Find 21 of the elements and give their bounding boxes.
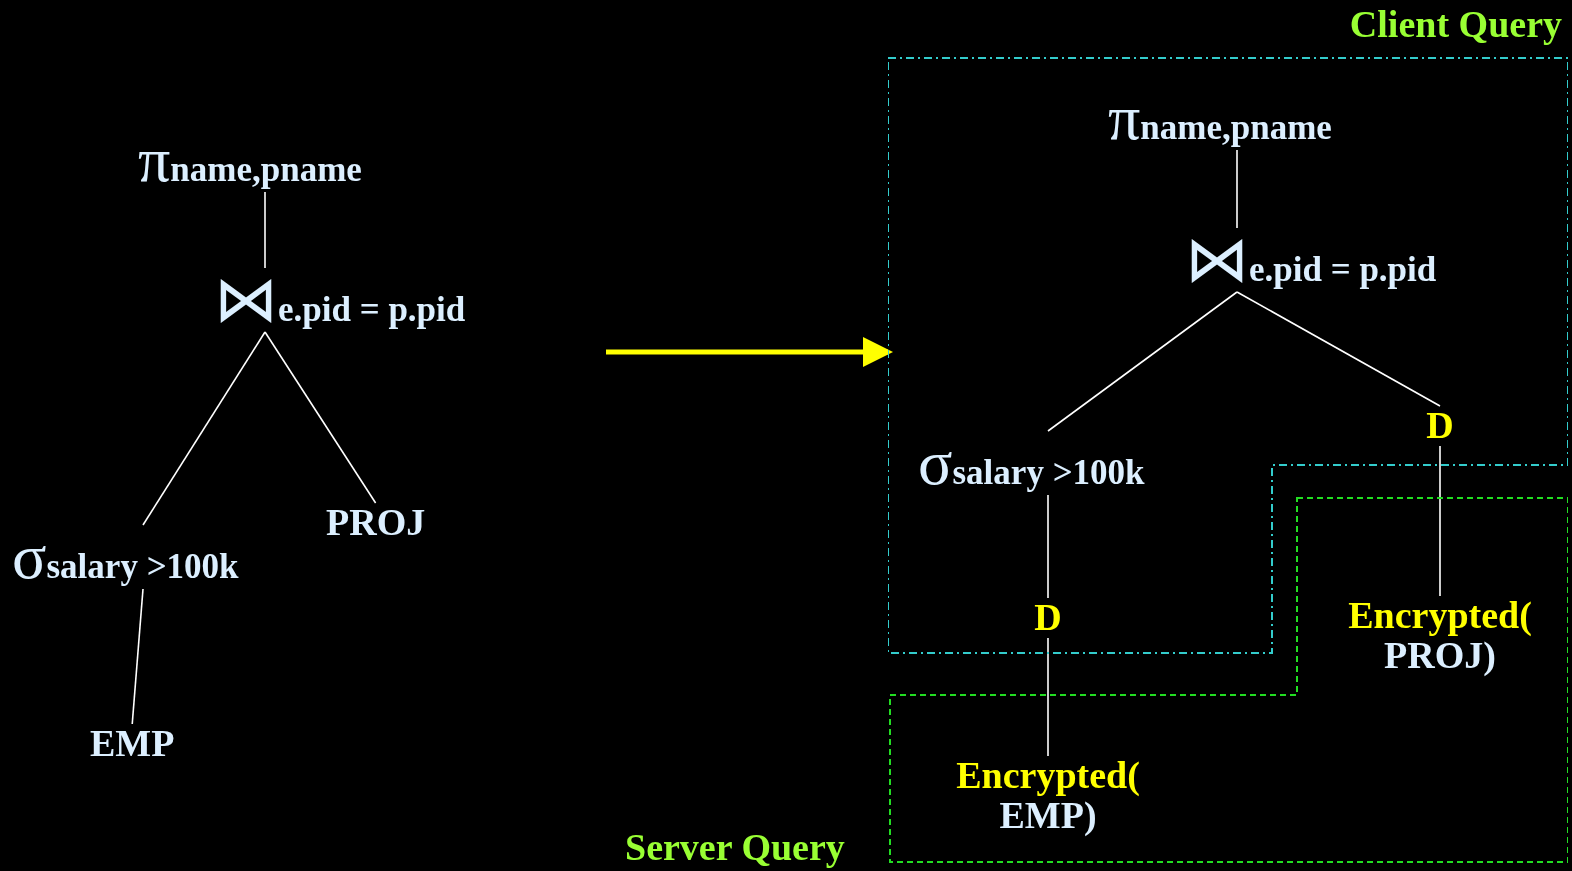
relation-label: PROJ xyxy=(326,503,426,543)
relation-label: Encrypted( xyxy=(955,756,1141,796)
tree-edge xyxy=(142,331,266,526)
tree-edge xyxy=(1439,445,1441,597)
tree-edge xyxy=(1236,291,1441,407)
tree-edge xyxy=(1236,149,1238,229)
relation-label: EMP xyxy=(90,724,175,764)
relation-label: Encrypted( xyxy=(1347,596,1533,636)
decrypt-label: D xyxy=(1425,406,1455,446)
arrow xyxy=(606,337,893,367)
tree-edge xyxy=(1047,637,1049,757)
tree-edge xyxy=(1047,291,1238,432)
tree-edge xyxy=(1047,494,1049,599)
relation-label: EMP) xyxy=(999,795,1097,836)
tree-edge xyxy=(264,331,377,504)
decrypt-label: D xyxy=(1033,598,1063,638)
region-title: Server Query xyxy=(625,828,845,866)
tree-edge xyxy=(264,191,266,269)
tree-edge xyxy=(131,588,144,725)
relation-label: PROJ) xyxy=(1384,635,1496,676)
region-title: Client Query xyxy=(1349,5,1562,43)
